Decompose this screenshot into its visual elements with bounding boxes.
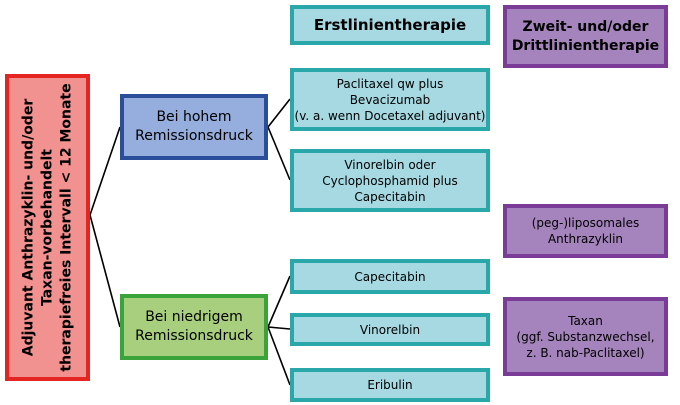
therapy-option-eribulin: Eribulin [290,368,490,402]
connector-high-opt2 [267,126,291,181]
therapy-option-capecitabin: Capecitabin [290,259,490,294]
second-line-option-taxan-label: Taxan (ggf. Substanzwechsel, z. B. nab-P… [516,313,655,360]
header-second-third-line-label: Zweit- und/oder Drittlinientherapie [511,18,660,54]
second-line-option-liposomal: (peg-)liposomales Anthrazyklin [503,204,668,258]
second-line-option-liposomal-label: (peg-)liposomales Anthrazyklin [531,216,640,246]
connector-low-opt2 [267,326,291,330]
therapy-option-paclitaxel-label: Paclitaxel qw plus Bevacizumab (v. a. we… [294,76,486,123]
therapy-option-capecitabin-label: Capecitabin [354,269,426,284]
header-first-line: Erstlinientherapie [290,5,490,45]
second-line-option-taxan: Taxan (ggf. Substanzwechsel, z. B. nab-P… [503,297,668,376]
header-second-third-line: Zweit- und/oder Drittlinientherapie [503,5,668,68]
therapy-option-vinorelbin: Vinorelbin [290,313,490,346]
therapy-option-paclitaxel: Paclitaxel qw plus Bevacizumab (v. a. we… [290,68,490,131]
therapy-option-vinorelbin-cyclophosphamid-label: Vinorelbin oder Cyclophosphamid plus Cap… [322,157,458,204]
connector-low-opt3 [267,326,291,386]
therapy-option-vinorelbin-label: Vinorelbin [359,322,421,337]
branch-low-remission: Bei niedrigem Remissionsdruck [120,294,268,360]
connector-high-opt1 [267,98,291,128]
root-node-label: Adjuvant Anthrazyklin- und/oder Taxan-vo… [20,83,74,372]
header-first-line-label: Erstlinientherapie [313,15,467,34]
branch-high-remission-label: Bei hohem Remissionsdruck [135,109,253,144]
connector-root-high [89,126,121,216]
branch-low-remission-label: Bei niedrigem Remissionsdruck [135,309,253,344]
root-node: Adjuvant Anthrazyklin- und/oder Taxan-vo… [5,74,90,381]
branch-high-remission: Bei hohem Remissionsdruck [120,94,268,160]
therapy-option-eribulin-label: Eribulin [367,378,413,392]
therapy-option-vinorelbin-cyclophosphamid: Vinorelbin oder Cyclophosphamid plus Cap… [290,149,490,212]
connector-root-low [89,214,121,328]
connector-low-opt1 [267,275,291,328]
